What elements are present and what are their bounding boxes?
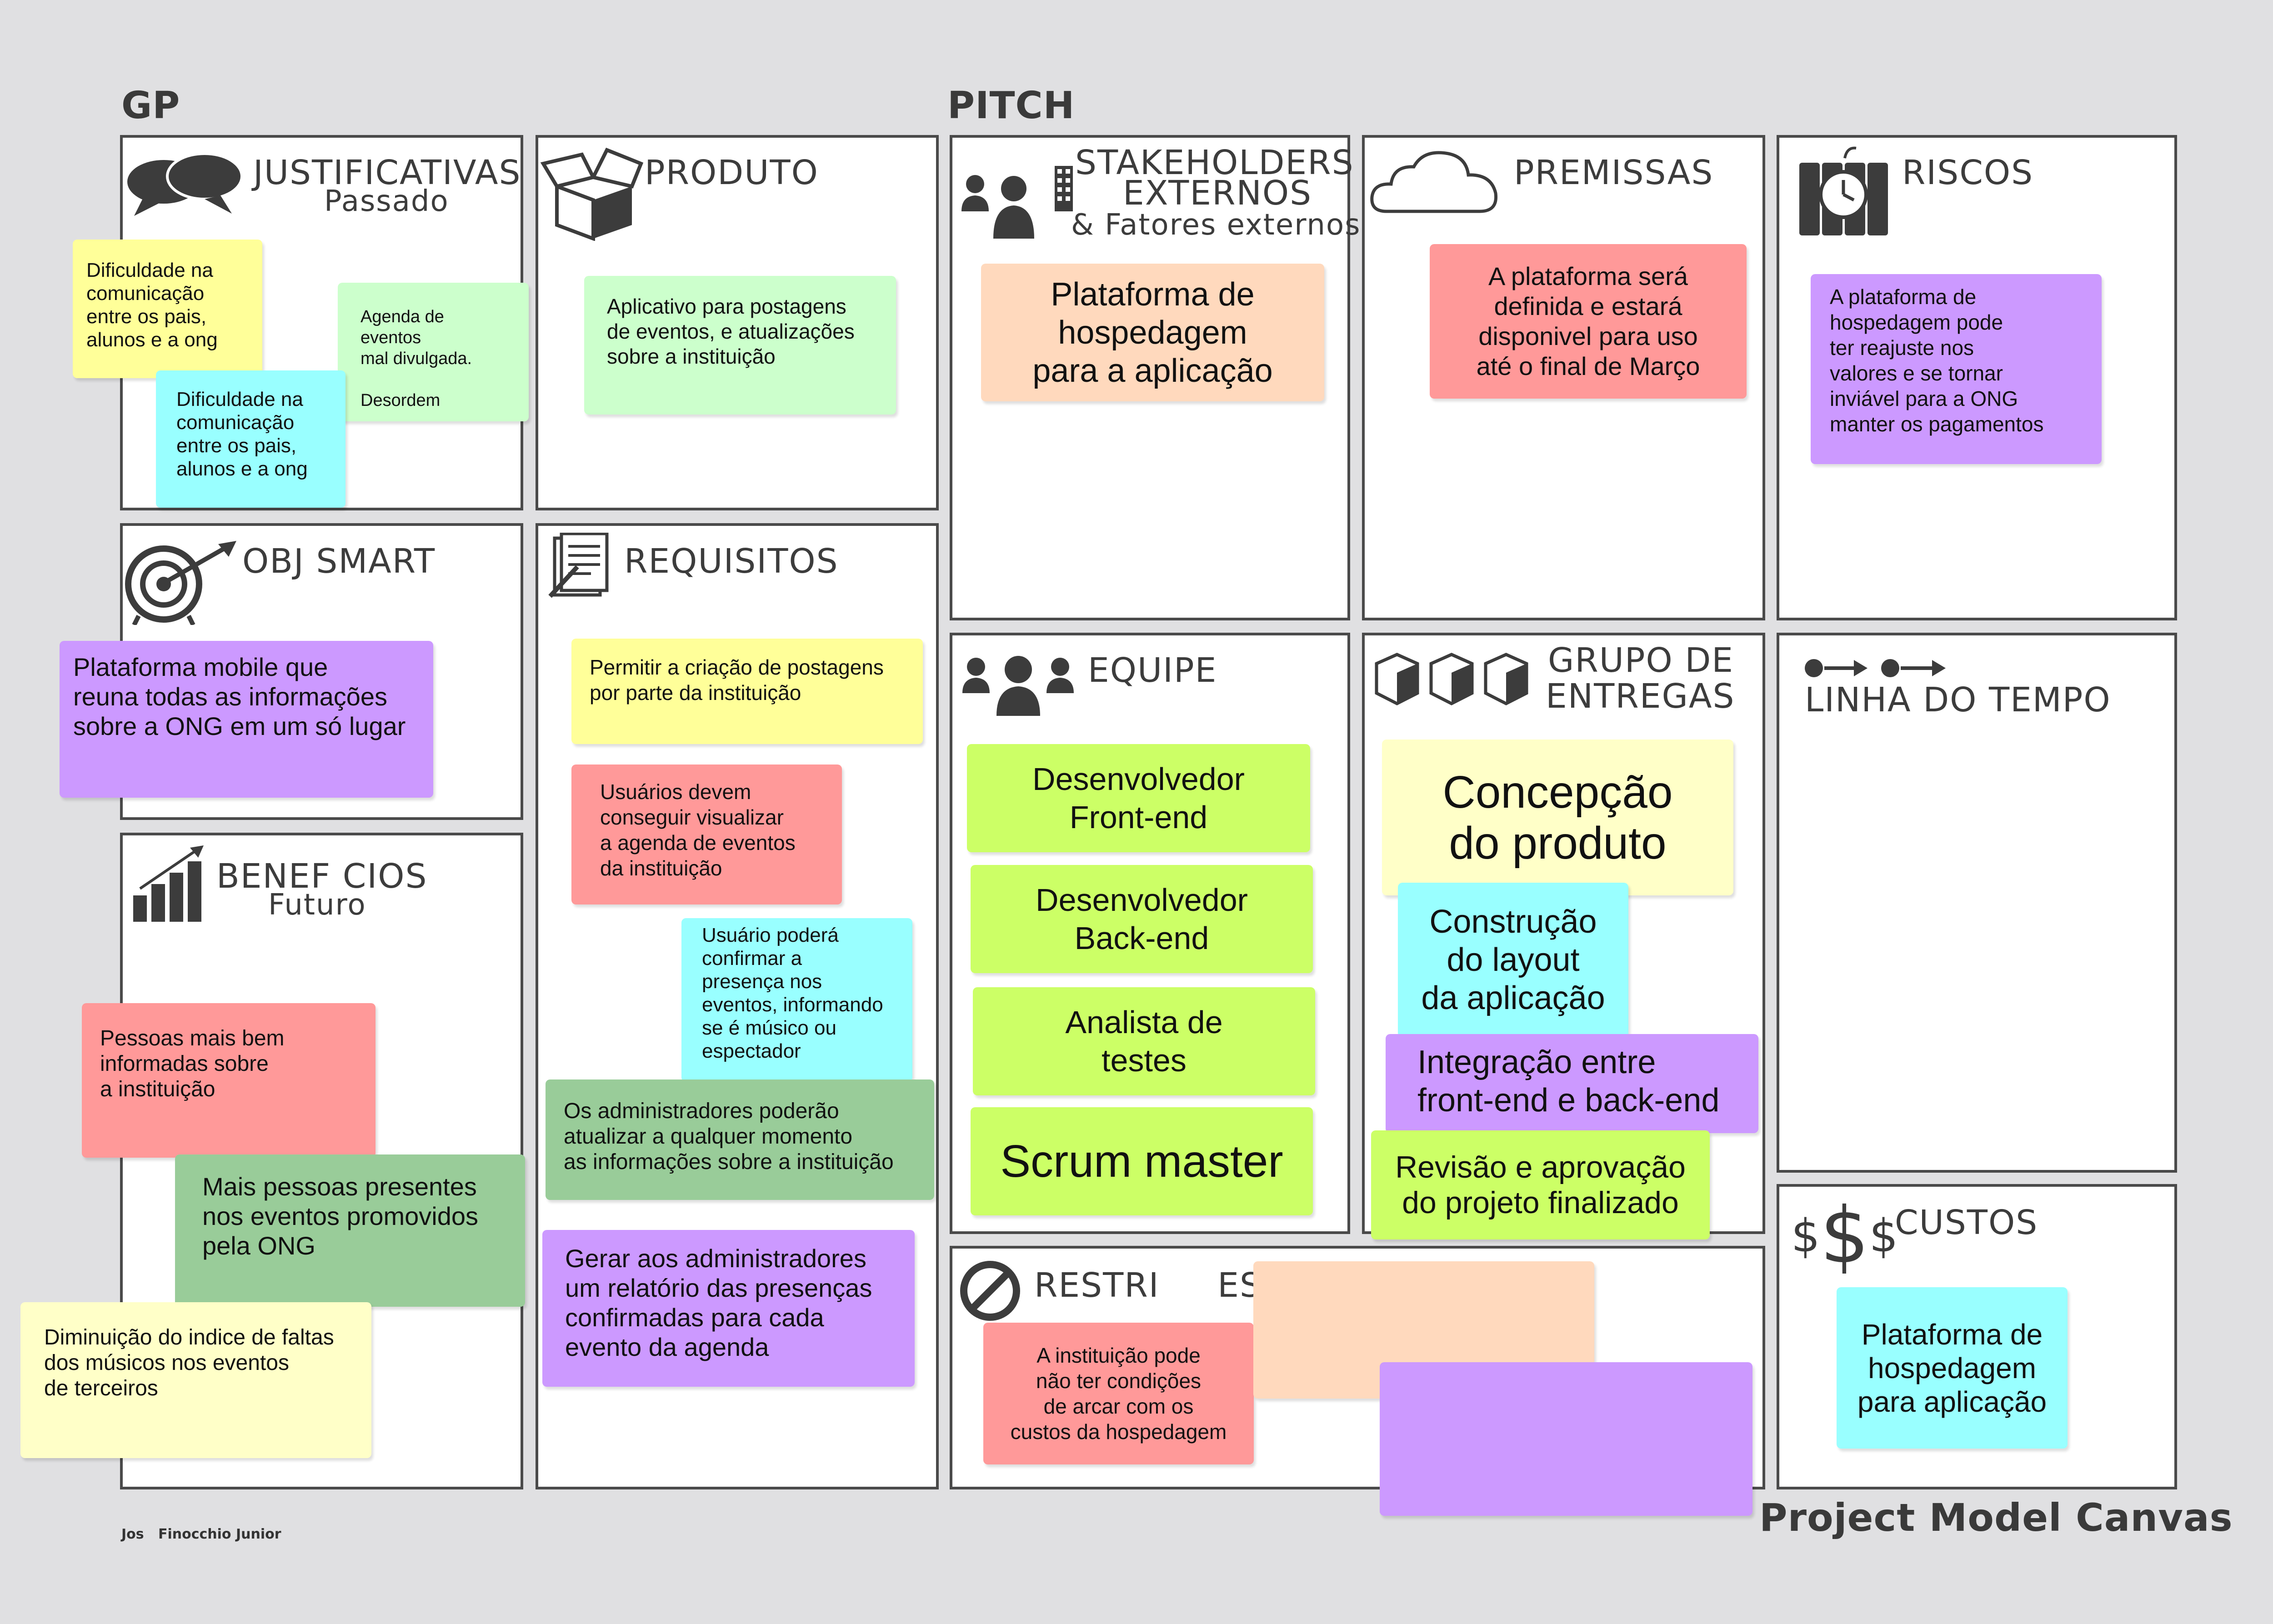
- author-credit: Jos Finocchio Junior: [121, 1526, 281, 1542]
- speech-bubbles-icon: [127, 152, 243, 216]
- restricoes-title: RESTRI ES: [1034, 1266, 1262, 1305]
- checklist-pen-icon: [548, 533, 609, 598]
- note-equipe-3: Analista de testes: [973, 987, 1315, 1095]
- requisitos-title: REQUISITOS: [624, 542, 839, 581]
- dollar-signs-icon: $$$: [1791, 1191, 1898, 1281]
- grupo-entregas-title-line2: ENTREGAS: [1546, 677, 1735, 716]
- note-entregas-2: Construção do layout da aplicação: [1398, 883, 1628, 1037]
- linha-tempo-title: LINHA DO TEMPO: [1805, 680, 2111, 720]
- justificativas-title: JUSTIFICATIVAS: [253, 153, 521, 192]
- note-entregas-3: Integração entre front-end e back-end: [1386, 1034, 1758, 1133]
- note-produto-1: Aplicativo para postagens de eventos, e …: [584, 276, 896, 415]
- note-stakeholders-1: Plataforma de hospedagem para a aplicaçã…: [981, 264, 1324, 401]
- note-equipe-1: Desenvolvedor Front-end: [967, 744, 1310, 852]
- note-equipe-4: Scrum master: [971, 1107, 1313, 1215]
- note-riscos-1: A plataforma de hospedagem pode ter reaj…: [1811, 274, 2102, 464]
- note-entregas-1: Concepção do produto: [1382, 740, 1733, 895]
- note-beneficios-1: Pessoas mais bem informadas sobre a inst…: [82, 1003, 375, 1158]
- obj-smart-title: OBJ SMART: [242, 542, 436, 581]
- target-arrow-icon: [125, 541, 236, 625]
- note-restricoes-1: A instituição pode não ter condições de …: [983, 1323, 1254, 1464]
- beneficios-title: BENEF CIOS: [216, 857, 428, 896]
- people-building-icon: [961, 166, 1073, 239]
- note-restricoes-empty-purple: [1380, 1362, 1752, 1516]
- stakeholders-title-line2: EXTERNOS: [1123, 174, 1312, 213]
- prohibited-icon: [960, 1261, 1020, 1321]
- note-requisitos-4: Os administradores poderão atualizar a q…: [546, 1079, 934, 1200]
- note-beneficios-3: Diminuição do indice de faltas dos músic…: [20, 1302, 371, 1458]
- note-requisitos-2: Usuários devem conseguir visualizar a ag…: [571, 765, 842, 904]
- note-entregas-4: Revisão e aprovação do projeto finalizad…: [1371, 1130, 1710, 1239]
- section-label-gp: GP: [121, 84, 180, 127]
- section-label-pitch: PITCH: [947, 84, 1075, 127]
- timeline-arrows-icon: [1805, 659, 1946, 677]
- cloud-icon: [1370, 151, 1498, 213]
- justificativas-subtitle: Passado: [324, 185, 449, 218]
- boxes-icon: [1375, 653, 1528, 705]
- beneficios-subtitle: Futuro: [268, 888, 366, 922]
- open-box-icon: [540, 147, 643, 241]
- note-justificativas-2: Agenda de eventos mal divulgada. Desorde…: [338, 283, 529, 421]
- dynamite-clock-icon: [1799, 146, 1888, 235]
- growth-chart-icon: [133, 845, 204, 922]
- dollar-small-glyph: $: [1869, 1209, 1898, 1263]
- note-obj-smart-1: Plataforma mobile que reuna todas as inf…: [60, 641, 433, 798]
- team-people-icon: [962, 656, 1074, 716]
- note-custos-1: Plataforma de hospedagem para aplicação: [1837, 1287, 2068, 1449]
- equipe-title: EQUIPE: [1088, 651, 1217, 690]
- note-justificativas-3: Dificuldade na comunicação entre os pais…: [156, 370, 345, 508]
- premissas-title: PREMISSAS: [1514, 153, 1714, 192]
- dollar-small-glyph: $: [1791, 1209, 1820, 1263]
- note-requisitos-3: Usuário poderá confirmar a presença nos …: [681, 918, 912, 1082]
- riscos-title: RISCOS: [1902, 153, 2034, 192]
- note-equipe-2: Desenvolvedor Back-end: [971, 865, 1313, 973]
- note-justificativas-1: Dificuldade na comunicação entre os pais…: [73, 240, 262, 378]
- brand-title: Project Model Canvas: [1759, 1495, 2233, 1540]
- note-requisitos-5: Gerar aos administradores um relatório d…: [542, 1230, 915, 1387]
- note-restricoes-1-text: A instituição pode não ter condições de …: [1010, 1344, 1227, 1444]
- grupo-entregas-title-line1: GRUPO DE: [1548, 641, 1734, 680]
- dollar-big-glyph: $: [1820, 1191, 1869, 1281]
- note-beneficios-2: Mais pessoas presentes nos eventos promo…: [175, 1154, 525, 1307]
- produto-title: PRODUTO: [645, 153, 819, 192]
- note-requisitos-1: Permitir a criação de postagens por part…: [571, 639, 923, 744]
- custos-title: CUSTOS: [1895, 1203, 2038, 1242]
- linha-tempo-box: [1777, 633, 2177, 1173]
- note-premissas-1: A plataforma será definida e estará disp…: [1430, 244, 1747, 399]
- stakeholders-title-line1: STAKEHOLDERS: [1075, 143, 1354, 182]
- stakeholders-subtitle: & Fatores externos: [1071, 208, 1361, 242]
